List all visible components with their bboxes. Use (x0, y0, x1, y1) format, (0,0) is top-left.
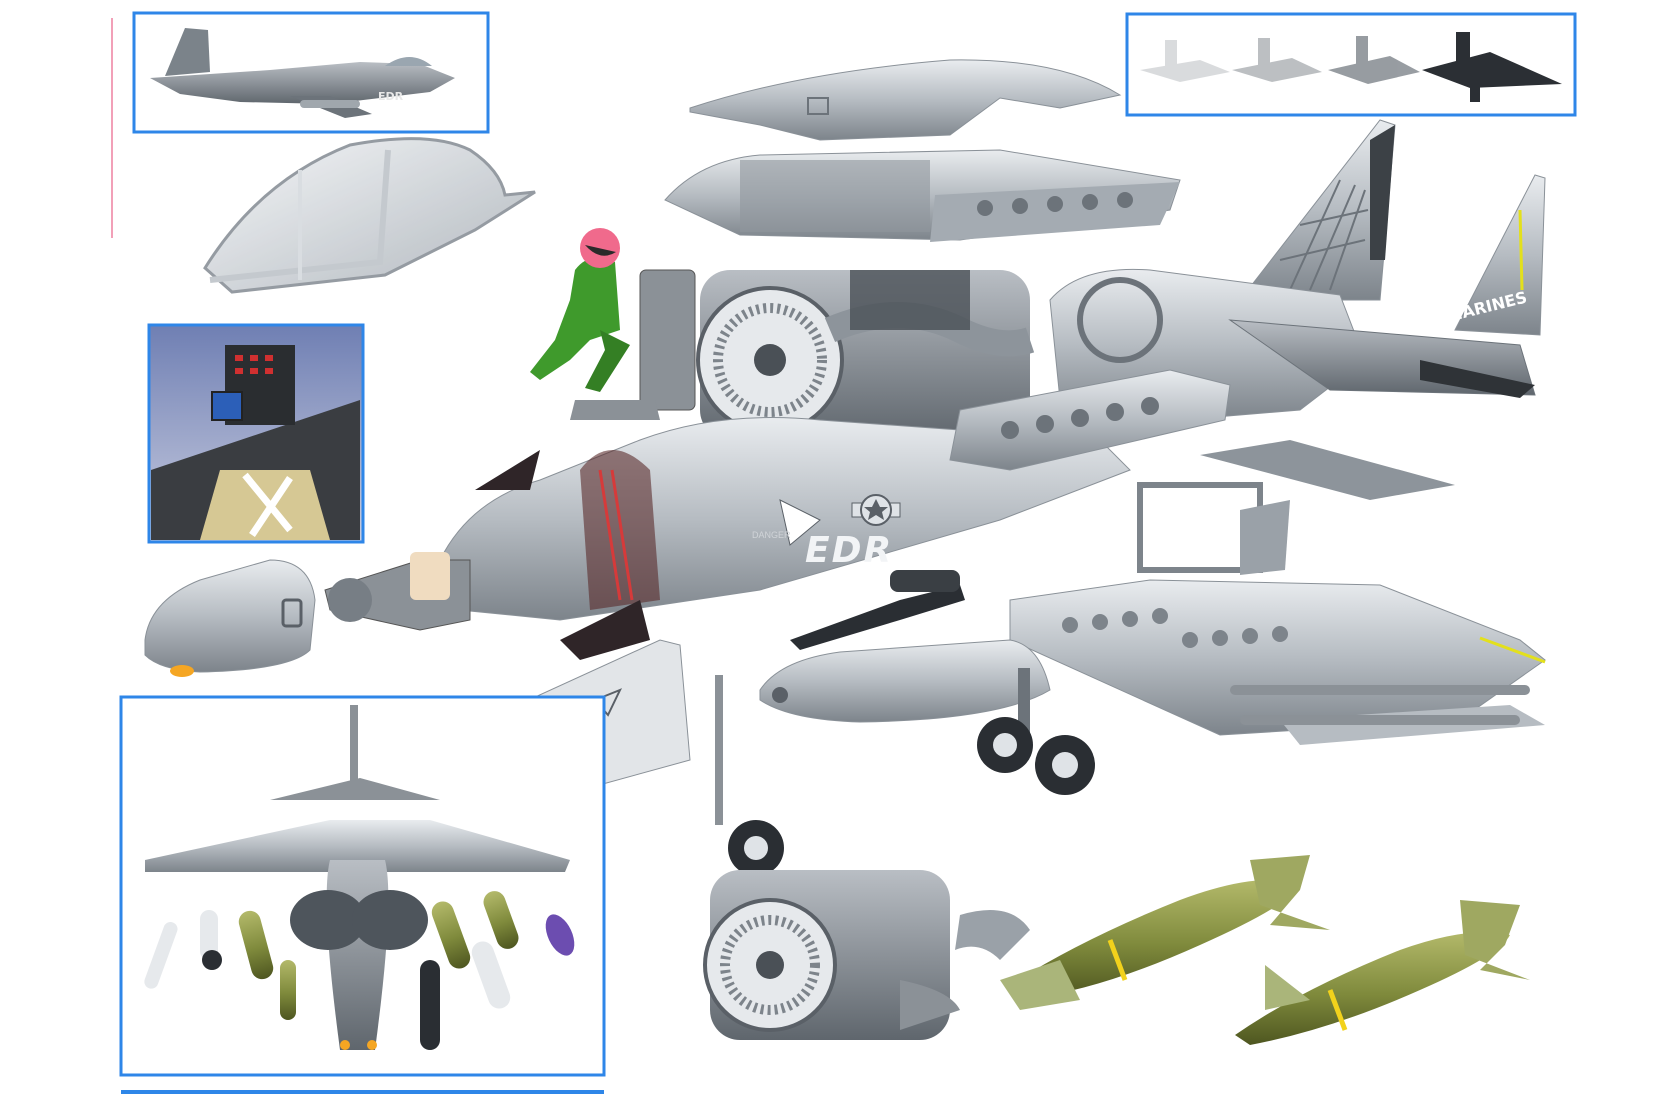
side-view-inset: EDR (132, 11, 490, 134)
cockpit-view-inset (147, 323, 365, 544)
nose-radome (144, 559, 316, 677)
main-landing-gear (977, 668, 1095, 795)
engine-access-panel (949, 369, 1231, 471)
wing-assembly (1009, 579, 1546, 745)
transition-sequence-inset (1125, 12, 1577, 117)
edge-marker (111, 18, 113, 238)
sequence-jet-3 (1328, 36, 1420, 84)
fuselage-code: EDR (805, 530, 893, 571)
bottom-rule (121, 1090, 604, 1094)
vertical-tail-fin (1238, 119, 1396, 301)
upper-fuselage-panels (664, 59, 1181, 242)
ejection-seat-with-pilot (530, 228, 696, 420)
nose-landing-gear (715, 675, 784, 876)
sequence-jet-4 (1422, 32, 1562, 102)
intake-doors (475, 450, 650, 660)
airbrake-panel (1200, 440, 1455, 500)
canopy (203, 137, 536, 294)
cannon-pod (790, 570, 965, 650)
panel-stencil: DANGER (752, 530, 791, 540)
us-roundel-icon (851, 494, 901, 526)
sequence-jet-2 (1232, 38, 1322, 82)
weapons-loadout-inset (119, 695, 606, 1077)
nose-section (324, 552, 471, 631)
bomb-upper (1000, 855, 1330, 1010)
engine-detail (703, 870, 1030, 1040)
drop-tank (759, 639, 1051, 723)
bomb-lower (1235, 900, 1530, 1045)
sequence-jet-1 (1140, 40, 1230, 82)
rudder: MARINES (1444, 174, 1546, 336)
forward-fuselage: EDR DANGER (439, 417, 1131, 621)
inset-fuselage-code: EDR (378, 90, 404, 103)
centre-bay-frames (1137, 482, 1290, 575)
